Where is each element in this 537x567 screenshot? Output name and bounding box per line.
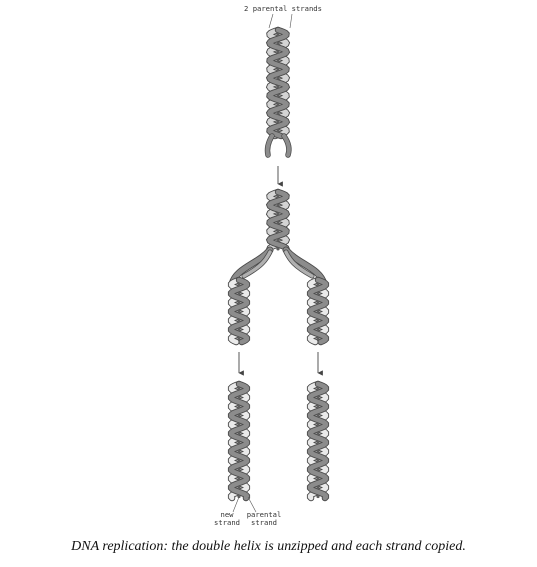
separating-double-helix <box>265 188 291 254</box>
parental-strand-label-line1: parental <box>247 510 282 519</box>
daughter-helix-left <box>227 380 251 502</box>
daughter-helix-right <box>306 380 330 502</box>
figure-caption: DNA replication: the double helix is unz… <box>71 539 466 554</box>
parental-strands-label: 2 parental strands <box>244 4 322 13</box>
unzip-fork-top <box>264 133 292 158</box>
new-strand-label-line1: new <box>221 510 235 519</box>
parental-strand-pointer <box>247 496 257 513</box>
parental-strands-pointer-left <box>268 13 274 29</box>
new-strand-pointer <box>232 496 240 513</box>
parental-double-helix <box>265 26 291 140</box>
parental-strand-label-line2: strand <box>251 518 277 527</box>
daughter-helix-right-forming <box>306 276 330 346</box>
new-strand-label-line2: strand <box>214 518 240 527</box>
parental-strands-pointer-right <box>289 13 293 29</box>
replication-fork <box>228 246 328 288</box>
daughter-helix-left-forming <box>227 276 251 346</box>
